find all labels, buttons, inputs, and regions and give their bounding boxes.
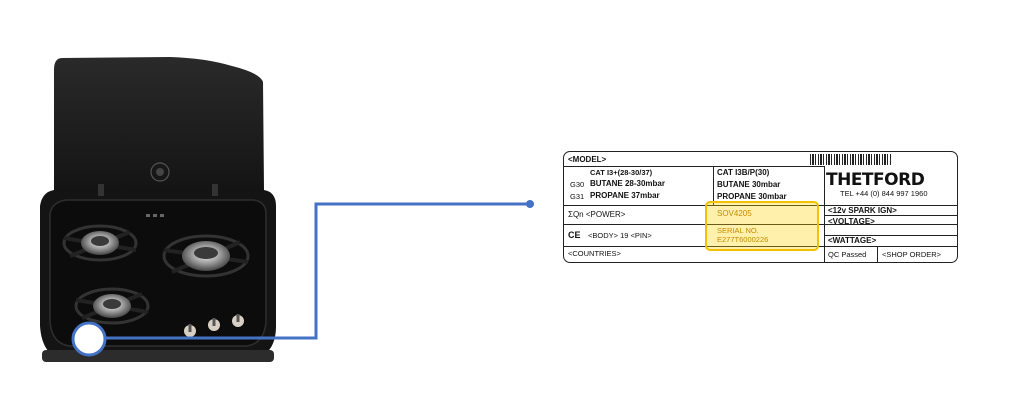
connector-end-dot <box>526 200 534 208</box>
butane-left: BUTANE 28-30mbar <box>590 179 665 188</box>
hob-edge <box>42 350 274 362</box>
lid-logo-icon <box>150 162 170 182</box>
voltage-field: <VOLTAGE> <box>828 217 875 226</box>
butane-right: BUTANE 30mbar <box>717 180 781 189</box>
propane-right: PROPANE 30mbar <box>717 192 787 201</box>
control-knob-icon <box>184 324 196 337</box>
g31-code: G31 <box>570 192 585 201</box>
highlight-box <box>705 201 819 251</box>
shop-order-field: <SHOP ORDER> <box>882 250 942 259</box>
spark-field: <12v SPARK IGN> <box>828 206 897 215</box>
model-field: <MODEL> <box>568 155 607 164</box>
thetford-logo: THETFORD <box>826 170 925 190</box>
ce-mark: CE <box>568 230 581 240</box>
cat-right: CAT I3B/P(30) <box>717 168 770 177</box>
rating-plate-label: <MODEL> CAT I3+(28-30/37) G30 BUTANE 28-… <box>563 151 958 263</box>
sov-code: SOV4205 <box>717 209 752 218</box>
body-pin-field: <BODY> 19 <PIN> <box>588 231 652 240</box>
burner-icon <box>162 234 250 278</box>
label-location-marker <box>71 321 107 357</box>
countries-field: <COUNTRIES> <box>568 249 621 258</box>
burner-icon <box>74 287 150 325</box>
phone-number: TEL +44 (0) 844 997 1960 <box>840 189 928 198</box>
propane-left: PROPANE 37mbar <box>590 191 660 200</box>
burner-icon <box>62 224 138 262</box>
g30-code: G30 <box>570 180 585 189</box>
barcode <box>810 154 892 165</box>
qc-passed: QC Passed <box>828 250 867 259</box>
control-knob-icon <box>232 314 244 327</box>
glass-lid <box>54 57 264 190</box>
cat-left: CAT I3+(28-30/37) <box>590 168 653 177</box>
serial-value: E277T6000226 <box>717 235 769 244</box>
serial-label: SERIAL NO. <box>717 226 759 235</box>
power-field: ΣQn <POWER> <box>568 210 626 219</box>
wattage-field: <WATTAGE> <box>828 236 877 245</box>
control-knob-icon <box>208 318 220 331</box>
connector-line <box>92 202 530 340</box>
